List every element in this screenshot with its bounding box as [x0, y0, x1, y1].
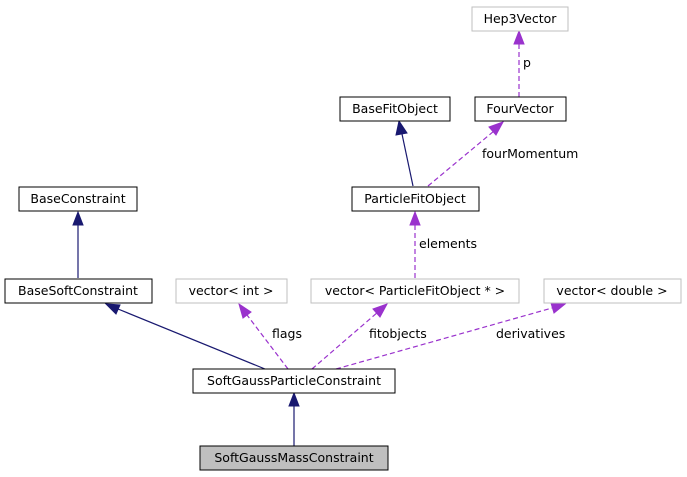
node-label-basesoftconstraint: BaseSoftConstraint	[18, 283, 138, 298]
node-label-vector-int: vector< int >	[189, 283, 274, 298]
edge-fourMomentum: fourMomentum	[427, 121, 578, 187]
node-hep3vector[interactable]: Hep3Vector	[471, 6, 569, 32]
node-softgaussmassconstraint: SoftGaussMassConstraint	[199, 445, 389, 471]
node-fourvector[interactable]: FourVector	[474, 96, 567, 122]
node-vector-int[interactable]: vector< int >	[175, 278, 288, 304]
node-label-particlefitobject: ParticleFitObject	[364, 191, 466, 206]
node-basesoftconstraint[interactable]: BaseSoftConstraint	[4, 278, 153, 304]
edge-inherit-particlefitobject-basefitobject	[395, 119, 414, 187]
node-label-basefitobject: BaseFitObject	[352, 101, 438, 116]
node-softgaussparticleconstraint[interactable]: SoftGaussParticleConstraint	[192, 368, 396, 394]
edge-label-derivatives: derivatives	[496, 326, 565, 341]
edge-derivatives: derivatives	[335, 302, 567, 370]
edge-inherit-softgaussmass-softgaussparticle	[288, 391, 300, 446]
node-label-hep3vector: Hep3Vector	[484, 11, 558, 26]
edge-p: p	[513, 29, 531, 97]
node-label-softgaussparticleconstraint: SoftGaussParticleConstraint	[207, 373, 381, 388]
edge-fitobjects: fitobjects	[311, 303, 427, 370]
edge-label-flags: flags	[272, 326, 302, 341]
node-basefitobject[interactable]: BaseFitObject	[339, 96, 451, 122]
edge-flags: flags	[238, 302, 302, 370]
edge-label-p: p	[523, 55, 531, 70]
node-label-vector-double: vector< double >	[556, 283, 667, 298]
edge-inherit-softgaussparticle-basesoftconstraint	[104, 303, 266, 370]
node-vector-double[interactable]: vector< double >	[543, 278, 682, 304]
node-label-baseconstraint: BaseConstraint	[30, 191, 125, 206]
node-label-vector-particlefitobject: vector< ParticleFitObject * >	[325, 283, 505, 298]
node-vector-particlefitobject[interactable]: vector< ParticleFitObject * >	[310, 278, 520, 304]
edge-label-fitobjects: fitobjects	[369, 326, 427, 341]
node-label-softgaussmassconstraint: SoftGaussMassConstraint	[214, 450, 373, 465]
node-particlefitobject[interactable]: ParticleFitObject	[351, 186, 480, 212]
node-baseconstraint[interactable]: BaseConstraint	[18, 186, 138, 212]
edge-label-fourMomentum: fourMomentum	[482, 146, 578, 161]
edge-label-elements: elements	[419, 236, 477, 251]
edge-inherit-basesoftconstraint-baseconstraint	[72, 210, 84, 278]
edge-elements: elements	[409, 210, 477, 278]
node-label-fourvector: FourVector	[486, 101, 554, 116]
